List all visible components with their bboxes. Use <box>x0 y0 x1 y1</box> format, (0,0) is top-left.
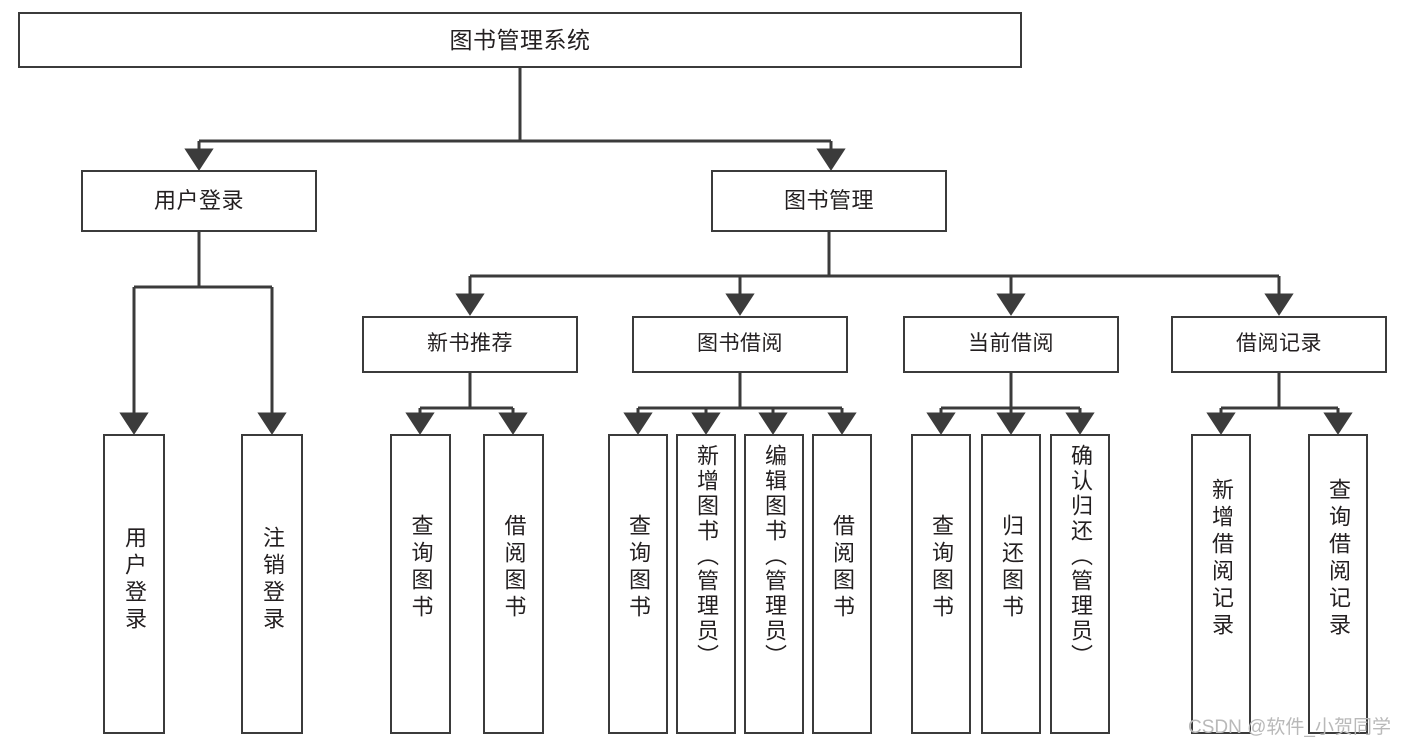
node-leaf-borrow-book-1[interactable]: 借阅图书 <box>483 434 544 734</box>
node-new-book-recommend[interactable]: 新书推荐 <box>362 316 578 373</box>
node-user-login[interactable]: 用户登录 <box>81 170 317 232</box>
node-leaf-user-logout[interactable]: 注销登录 <box>241 434 303 734</box>
node-leaf-query-book-2-label: 查询图书 <box>626 514 651 622</box>
node-leaf-user-logout-label: 注销登录 <box>260 526 285 634</box>
node-leaf-query-borrow-record-label: 查询借阅记录 <box>1326 478 1351 640</box>
node-leaf-edit-book-label: 编辑图书（管理员） <box>762 444 787 669</box>
node-book-borrow[interactable]: 图书借阅 <box>632 316 848 373</box>
node-leaf-return-book-label: 归还图书 <box>999 514 1024 622</box>
node-leaf-query-book-1-label: 查询图书 <box>408 514 434 622</box>
node-leaf-add-borrow-record-label: 新增借阅记录 <box>1209 478 1234 640</box>
node-leaf-query-book-3[interactable]: 查询图书 <box>911 434 971 734</box>
node-current-borrow[interactable]: 当前借阅 <box>903 316 1119 373</box>
node-leaf-edit-book[interactable]: 编辑图书（管理员） <box>744 434 804 734</box>
node-leaf-user-login[interactable]: 用户登录 <box>103 434 165 734</box>
node-leaf-query-borrow-record[interactable]: 查询借阅记录 <box>1308 434 1368 734</box>
node-leaf-borrow-book-2[interactable]: 借阅图书 <box>812 434 872 734</box>
node-leaf-confirm-return[interactable]: 确认归还（管理员） <box>1050 434 1110 734</box>
node-leaf-add-borrow-record[interactable]: 新增借阅记录 <box>1191 434 1251 734</box>
node-leaf-return-book[interactable]: 归还图书 <box>981 434 1041 734</box>
node-borrow-record-label: 借阅记录 <box>1236 332 1322 356</box>
node-book-management[interactable]: 图书管理 <box>711 170 947 232</box>
node-leaf-user-login-label: 用户登录 <box>122 526 147 634</box>
node-leaf-add-book-label: 新增图书（管理员） <box>694 444 719 669</box>
node-leaf-query-book-1[interactable]: 查询图书 <box>390 434 451 734</box>
node-leaf-query-book-2[interactable]: 查询图书 <box>608 434 668 734</box>
node-leaf-borrow-book-1-label: 借阅图书 <box>501 514 527 622</box>
node-current-borrow-label: 当前借阅 <box>968 332 1054 356</box>
node-leaf-borrow-book-2-label: 借阅图书 <box>830 514 855 622</box>
node-book-borrow-label: 图书借阅 <box>697 332 783 356</box>
csdn-watermark: CSDN @软件_小贺同学 <box>1188 717 1391 738</box>
node-leaf-confirm-return-label: 确认归还（管理员） <box>1068 444 1093 669</box>
node-user-login-label: 用户登录 <box>153 188 244 214</box>
node-leaf-add-book[interactable]: 新增图书（管理员） <box>676 434 736 734</box>
node-borrow-record[interactable]: 借阅记录 <box>1171 316 1387 373</box>
node-root-label: 图书管理系统 <box>449 26 591 53</box>
node-leaf-query-book-3-label: 查询图书 <box>929 514 954 622</box>
node-root[interactable]: 图书管理系统 <box>18 12 1022 68</box>
node-book-management-label: 图书管理 <box>783 188 874 214</box>
node-new-book-recommend-label: 新书推荐 <box>427 332 513 356</box>
